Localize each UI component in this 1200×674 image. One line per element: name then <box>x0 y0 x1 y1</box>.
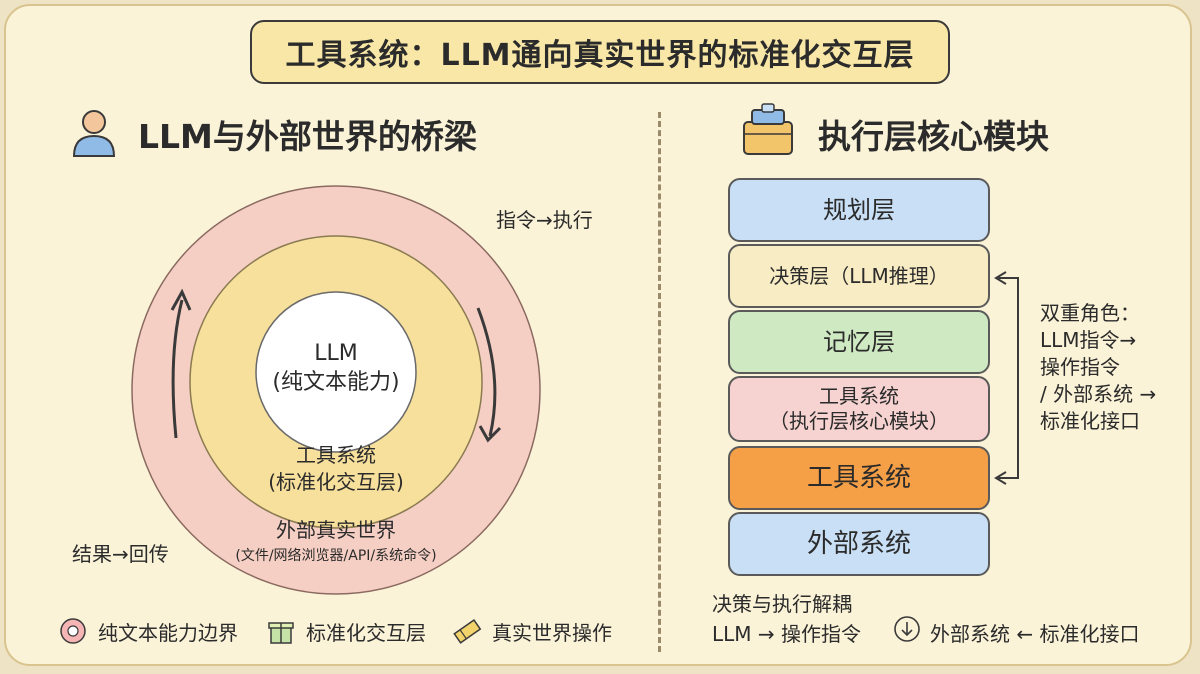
dashed-divider <box>658 112 661 652</box>
down-arrow-icon <box>476 307 497 437</box>
up-arrow-icon <box>171 299 184 439</box>
circle-icon <box>60 618 86 644</box>
legend-interaction-layer: 标准化交互层 <box>266 616 426 646</box>
inner-label: LLM (纯文本能力) <box>256 340 416 397</box>
command-execute-label: 指令→执行 <box>496 208 593 232</box>
inner-line2: (纯文本能力) <box>272 369 400 395</box>
inner-circle <box>255 291 417 453</box>
layer-external-system: 外部系统 <box>728 512 990 576</box>
external-interface-note: 外部系统 ← 标准化接口 <box>930 622 1140 646</box>
bracket-arrow-icon <box>994 271 1019 485</box>
inner-line1: LLM <box>314 341 358 366</box>
llm-command-note: LLM → 操作指令 <box>712 622 862 646</box>
outer-line2: (文件/网络浏览器/API/系统命令) <box>235 548 437 564</box>
middle-line1: 工具系统 <box>296 443 376 467</box>
toolbox-icon <box>743 103 793 155</box>
layer-decision: 决策层（LLM推理） <box>728 244 990 308</box>
layer-tool-system-core: 工具系统 （执行层核心模块） <box>728 376 990 442</box>
ring-diagram <box>131 185 541 595</box>
layer-tool-system: 工具系统 <box>728 446 990 510</box>
right-heading: 执行层核心模块 <box>818 117 1049 156</box>
left-heading: LLM与外部世界的桥梁 <box>138 117 477 156</box>
legend-text-boundary: 纯文本能力边界 <box>58 616 238 646</box>
user-icon <box>72 110 116 157</box>
outer-line1: 外部真实世界 <box>276 518 396 542</box>
layer-planning: 规划层 <box>728 178 990 242</box>
legend-real-world: 真实世界操作 <box>452 616 612 646</box>
decouple-note: 决策与执行解耦 <box>712 592 852 616</box>
down-circle-icon <box>894 616 920 642</box>
dual-role-note: 双重角色： LLM指令→ 操作指令 / 外部系统 → 标准化接口 <box>1040 301 1157 433</box>
result-return-label: 结果→回传 <box>72 542 169 566</box>
middle-line2: (标准化交互层) <box>268 470 404 494</box>
page-title: 工具系统：LLM通向真实世界的标准化交互层 <box>250 20 950 84</box>
outer-label: 外部真实世界 (文件/网络浏览器/API/系统命令) <box>196 514 476 565</box>
gift-icon <box>268 622 294 644</box>
ticket-icon <box>453 618 482 644</box>
middle-label: 工具系统 (标准化交互层) <box>256 442 416 496</box>
layer-memory: 记忆层 <box>728 310 990 374</box>
